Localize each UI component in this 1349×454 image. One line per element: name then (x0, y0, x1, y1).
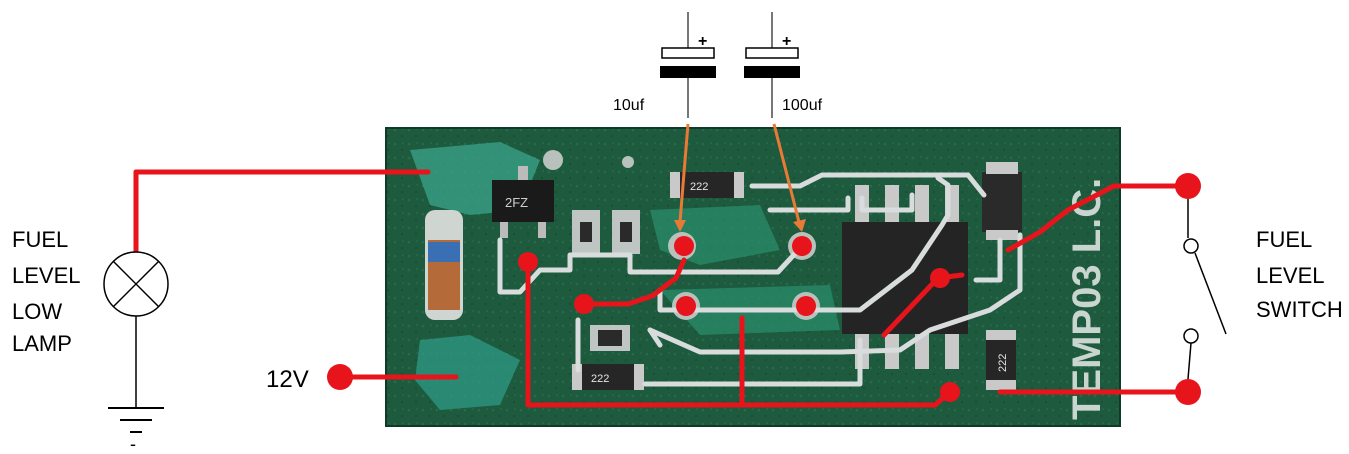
smd-resistor: 222 (986, 330, 1016, 390)
svg-text:LAMP: LAMP (12, 331, 72, 356)
junction-dot (792, 236, 812, 256)
svg-text:FUEL: FUEL (12, 227, 68, 252)
capacitor-10uf: + 10uf (613, 12, 716, 118)
lamp-symbol (103, 251, 169, 408)
svg-text:222: 222 (690, 181, 708, 193)
junction-dot (930, 268, 950, 288)
ground-label: - (130, 434, 136, 454)
switch-label: FUEL LEVEL SWITCH (1256, 227, 1343, 322)
copper-patch (415, 335, 520, 410)
svg-text:LEVEL: LEVEL (1256, 263, 1325, 288)
junction-dot (574, 294, 594, 314)
svg-text:222: 222 (997, 354, 1009, 372)
junction-dot (940, 382, 960, 402)
board-marking: TEMP03 L.C. (1065, 178, 1109, 420)
svg-text:LOW: LOW (12, 299, 62, 324)
capacitor-leads (678, 123, 802, 227)
smd-resistor: 222 (670, 172, 744, 198)
junction-dot (676, 296, 696, 316)
sot23-transistor: 2FZ (492, 166, 554, 238)
switch-wire-top (1005, 183, 1191, 253)
cap-plus-label: + (782, 33, 791, 50)
svg-text:FUEL: FUEL (1256, 227, 1312, 252)
switch-contact-icon (1183, 328, 1199, 344)
supply-terminal (327, 364, 353, 390)
switch-contact-icon (1183, 238, 1199, 254)
chip-marking: 2FZ (505, 195, 528, 210)
melf-diode (425, 210, 463, 320)
ground-symbol (108, 407, 164, 433)
cap2-label: 100uf (782, 97, 823, 114)
smd-transistor-right (982, 162, 1022, 240)
cap-wire (581, 257, 687, 307)
cap1-label: 10uf (613, 97, 645, 114)
smd-resistor: 222 (572, 364, 644, 390)
switch-terminal-bottom (1175, 379, 1201, 405)
cap-plus-label: + (698, 33, 707, 50)
svg-text:SWITCH: SWITCH (1256, 297, 1343, 322)
red-dots (327, 173, 1201, 405)
junction-dot (796, 296, 816, 316)
svg-text:LEVEL: LEVEL (12, 263, 81, 288)
junction-dot (518, 252, 538, 272)
junction-dot (674, 236, 694, 256)
svg-text:222: 222 (591, 373, 609, 385)
lamp-label: FUEL LEVEL LOW LAMP (12, 227, 81, 356)
smd-capacitor (572, 210, 640, 351)
lead-arrowheads (674, 219, 806, 232)
switch-symbol (1183, 199, 1227, 380)
switch-terminal-top (1175, 173, 1201, 199)
capacitor-100uf: + 100uf (744, 12, 823, 118)
supply-label: 12V (266, 366, 309, 393)
